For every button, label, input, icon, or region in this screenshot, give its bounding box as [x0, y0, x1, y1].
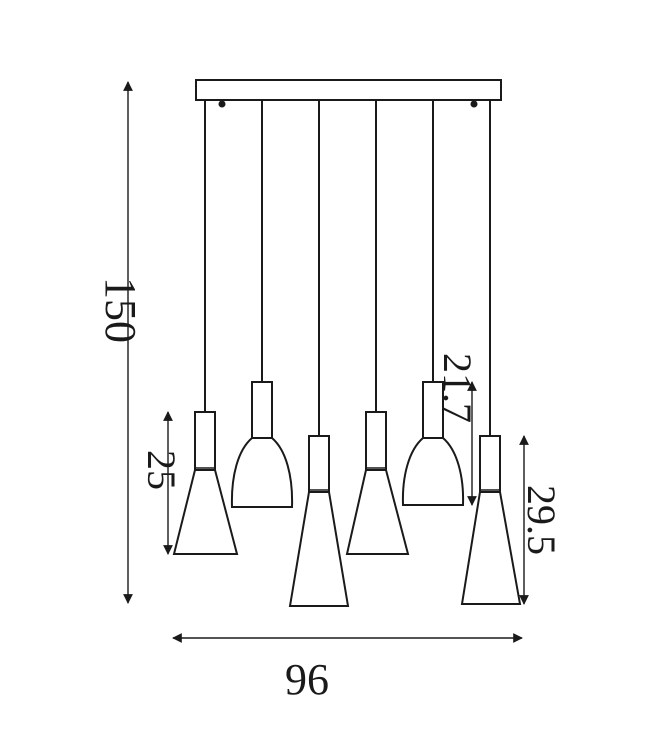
pendant-long-cone-2 [460, 435, 522, 605]
pendant-cone-2 [345, 411, 410, 555]
pendant-long-cone-1 [288, 435, 350, 607]
dimension-height: 150 [96, 81, 145, 604]
pendant-bell-1 [230, 381, 294, 508]
dimension-width-label: 96 [285, 655, 329, 704]
dimension-shade-long: 29.5 [519, 435, 564, 605]
dimension-width: 96 [172, 633, 523, 704]
dimension-shade-cone: 25 [139, 411, 184, 555]
suspension-cords [204, 100, 491, 436]
dimension-shade-long-label: 29.5 [519, 485, 564, 555]
pendant-cone-1 [172, 411, 239, 555]
canopy-screw-right [470, 100, 478, 108]
dimension-shade-bell-label: 21.7 [435, 353, 480, 423]
dimension-shade-bell: 21.7 [435, 353, 480, 506]
dimension-shade-cone-label: 25 [139, 450, 184, 490]
ceiling-canopy [195, 79, 502, 108]
canopy-screw-left [218, 100, 226, 108]
dimension-height-label: 150 [96, 277, 145, 343]
pendant-bell-2 [401, 381, 465, 506]
